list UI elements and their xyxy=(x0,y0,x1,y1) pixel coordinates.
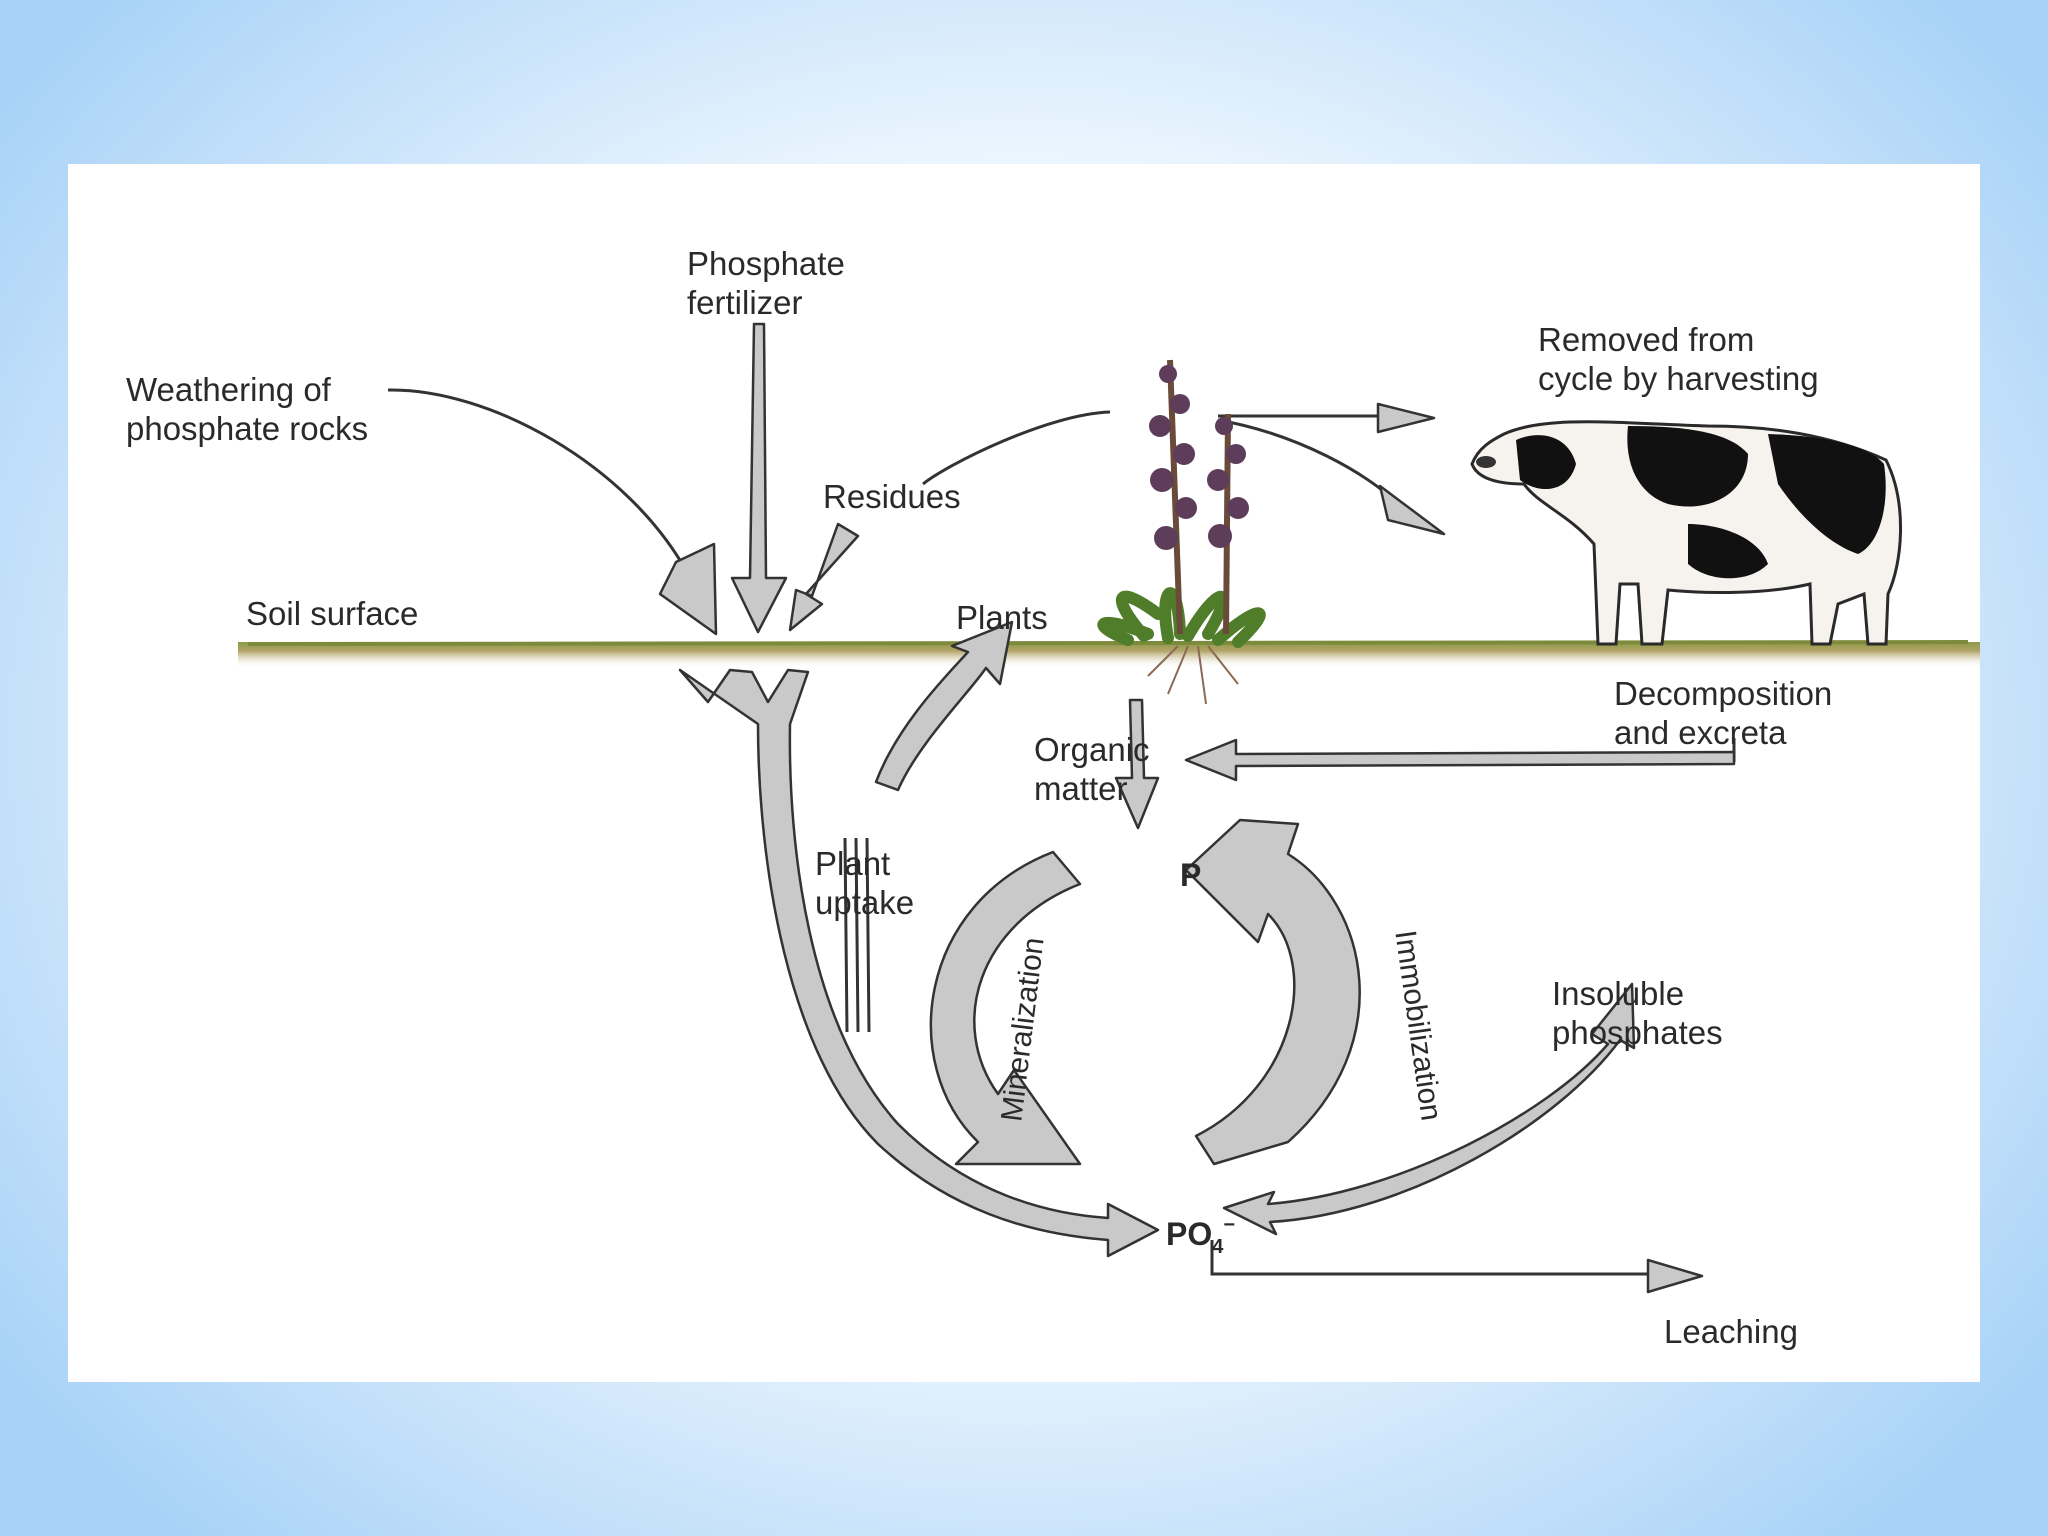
soil-input-arrow xyxy=(678,668,1160,1258)
leaching-arrow-head xyxy=(1646,1258,1704,1294)
uptake-stem-outline xyxy=(843,837,871,1033)
insoluble-phosphates-label: Insoluble phosphates xyxy=(1552,975,1723,1051)
residues-arrow-head xyxy=(788,522,860,632)
weathering-arrow-head xyxy=(658,542,718,636)
plant-uptake-label: Plant uptake xyxy=(815,845,915,921)
weathering-arrow-line xyxy=(387,388,690,575)
residues-label: Residues xyxy=(823,478,961,515)
plants-label: Plants xyxy=(956,599,1048,636)
residues-arrow-line xyxy=(922,410,1111,486)
plant-illustration xyxy=(1097,359,1266,705)
insoluble-phosphates-arrow xyxy=(1222,982,1636,1236)
p-label: P xyxy=(1180,857,1202,893)
soil-surface-line xyxy=(247,640,1969,646)
po4-subscript: 4 xyxy=(1212,1236,1224,1258)
weathering-label: Weathering of phosphate rocks xyxy=(126,371,369,447)
decomposition-label: Decomposition and excreta xyxy=(1614,675,1833,751)
removed-from-cycle-label: Removed from cycle by harvesting xyxy=(1538,321,1819,397)
leaching-arrow-line xyxy=(1210,1240,1648,1276)
decomposition-arrow xyxy=(1184,738,1736,782)
po4-label: PO4− xyxy=(1166,1206,1235,1267)
harvest-arrow-head-2 xyxy=(1378,484,1446,536)
diagram-panel: Phosphate fertilizer Weathering of phosp… xyxy=(68,164,1980,1382)
po4-main: PO xyxy=(1166,1216,1213,1252)
uptake-stem-fill xyxy=(854,837,860,1033)
phosphate-fertilizer-label: Phosphate fertilizer xyxy=(687,245,845,321)
harvest-arrow-line-2 xyxy=(1217,418,1400,506)
organic-matter-arrow xyxy=(1114,698,1160,830)
leaching-label: Leaching xyxy=(1664,1313,1798,1350)
mineralization-arrow xyxy=(929,850,1082,1166)
soil-band xyxy=(238,642,1980,668)
immobilization-arrow xyxy=(1184,818,1361,1166)
cow-illustration xyxy=(1470,420,1902,646)
plant-uptake-arrow xyxy=(874,620,1014,792)
organic-matter-label: Organic matter xyxy=(1034,731,1150,807)
soil-surface-label: Soil surface xyxy=(246,595,419,632)
harvest-arrow-head-1 xyxy=(1376,402,1436,434)
fertilizer-arrow xyxy=(730,322,788,634)
phosphorus-cycle-diagram xyxy=(238,322,1980,1294)
po4-superscript: − xyxy=(1223,1214,1236,1236)
